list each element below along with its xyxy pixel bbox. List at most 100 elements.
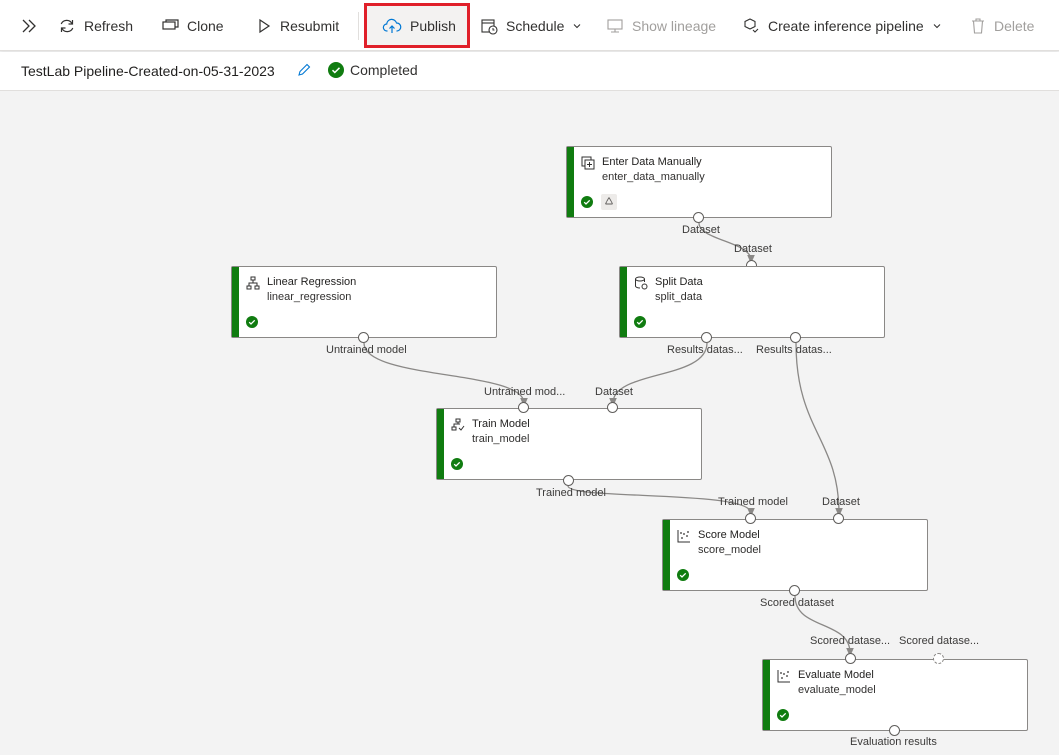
cloud-upload-icon (382, 18, 402, 33)
scatter-chart-icon (677, 530, 690, 543)
check-circle-icon (777, 709, 789, 721)
node-subtitle: evaluate_model (798, 684, 876, 696)
node-linear-regression[interactable]: Linear Regression linear_regression (231, 266, 497, 338)
node-title: Split Data (655, 276, 703, 288)
run-status: Completed (328, 62, 418, 78)
port-label: Dataset (595, 386, 633, 398)
port-label: Dataset (822, 496, 860, 508)
port-label: Results datas... (667, 344, 743, 356)
toolbar-divider (358, 12, 359, 40)
scatter-chart-icon (777, 670, 790, 683)
chevron-down-icon (574, 24, 581, 29)
chevron-down-icon (933, 24, 941, 29)
port-label: Untrained mod... (484, 386, 566, 398)
status-bar (620, 267, 627, 337)
node-score-model[interactable]: Score Model score_model (662, 519, 928, 591)
check-circle-icon (328, 62, 344, 78)
port-enter-data-output[interactable] (693, 212, 704, 223)
edit-name-button[interactable] (296, 62, 312, 83)
clone-label: Clone (187, 18, 224, 34)
publish-highlight-box (364, 3, 470, 48)
create-inference-label: Create inference pipeline (768, 18, 924, 34)
status-bar (567, 147, 574, 217)
node-evaluate-model[interactable]: Evaluate Model evaluate_model (762, 659, 1028, 731)
node-subtitle: score_model (698, 544, 761, 556)
status-bar (663, 520, 670, 590)
port-split-output-1[interactable] (701, 332, 712, 343)
port-label: Untrained model (326, 344, 407, 356)
node-split-data[interactable]: Split Data split_data (619, 266, 885, 338)
pipeline-header: TestLab Pipeline-Created-on-05-31-2023 C… (0, 52, 1059, 91)
node-train-model[interactable]: Train Model train_model (436, 408, 702, 480)
enter-data-icon (581, 156, 595, 170)
create-inference-pipeline-button[interactable]: Create inference pipeline (736, 9, 948, 43)
double-chevron-right-icon (22, 19, 36, 33)
refresh-button[interactable]: Refresh (52, 9, 139, 43)
port-score-output[interactable] (789, 585, 800, 596)
port-label: Dataset (734, 243, 772, 255)
delete-button[interactable]: Delete (964, 9, 1040, 43)
port-evaluate-input-1[interactable] (845, 653, 856, 664)
show-lineage-button[interactable]: Show lineage (600, 9, 722, 43)
node-subtitle: split_data (655, 291, 703, 303)
check-circle-icon (451, 458, 463, 470)
check-circle-icon (581, 196, 593, 208)
port-label: Scored datase... (899, 635, 980, 647)
node-title: Linear Regression (267, 276, 357, 288)
recycle-badge (601, 194, 617, 210)
resubmit-label: Resubmit (280, 18, 340, 34)
clone-button[interactable]: Clone (155, 9, 230, 43)
port-train-input-1[interactable] (518, 402, 529, 413)
clone-icon (162, 19, 179, 30)
node-title: Score Model (698, 529, 760, 541)
status-label: Completed (350, 62, 418, 78)
show-lineage-label: Show lineage (632, 18, 717, 34)
check-circle-icon (677, 569, 689, 581)
node-title: Evaluate Model (798, 669, 874, 681)
port-label: Results datas... (756, 344, 832, 356)
port-label: Dataset (682, 224, 720, 236)
pipeline-title: TestLab Pipeline-Created-on-05-31-2023 (21, 63, 275, 79)
hierarchy-icon (246, 276, 260, 290)
port-score-input-2[interactable] (833, 513, 844, 524)
calendar-clock-icon (481, 19, 498, 35)
port-train-input-2[interactable] (607, 402, 618, 413)
play-icon (259, 18, 271, 34)
status-bar (232, 267, 239, 337)
command-bar: Refresh Clone Resubmit Publish Schedule … (0, 0, 1059, 51)
port-label: Trained model (536, 487, 606, 499)
check-circle-icon (246, 316, 258, 328)
expand-panel-button[interactable] (14, 9, 44, 43)
port-label: Trained model (718, 496, 788, 508)
pencil-icon (298, 63, 311, 76)
refresh-icon (60, 19, 74, 33)
schedule-button[interactable]: Schedule (474, 9, 588, 43)
train-model-icon (451, 418, 465, 431)
delete-label: Delete (994, 18, 1035, 34)
check-circle-icon (634, 316, 646, 328)
port-evaluate-input-2[interactable] (933, 653, 944, 664)
port-score-input-1[interactable] (745, 513, 756, 524)
port-split-output-2[interactable] (790, 332, 801, 343)
node-subtitle: train_model (472, 433, 530, 445)
publish-button[interactable]: Publish (376, 9, 462, 43)
node-enter-data-manually[interactable]: Enter Data Manually enter_data_manually (566, 146, 832, 218)
port-evaluate-output[interactable] (889, 725, 900, 736)
status-bar (437, 409, 444, 479)
refresh-label: Refresh (84, 18, 134, 34)
port-train-output[interactable] (563, 475, 574, 486)
node-subtitle: enter_data_manually (602, 171, 705, 183)
trash-icon (972, 18, 984, 34)
port-label: Evaluation results (850, 736, 937, 748)
port-label: Scored datase... (810, 635, 891, 647)
node-title: Train Model (472, 418, 530, 430)
schedule-label: Schedule (506, 18, 565, 34)
database-split-icon (635, 276, 648, 290)
resubmit-button[interactable]: Resubmit (250, 9, 345, 43)
status-bar (763, 660, 770, 730)
node-subtitle: linear_regression (267, 291, 352, 303)
port-label: Scored dataset (760, 597, 834, 609)
port-linear-regression-output[interactable] (358, 332, 369, 343)
inference-pipeline-icon (744, 18, 759, 33)
recycle-icon (605, 197, 613, 205)
